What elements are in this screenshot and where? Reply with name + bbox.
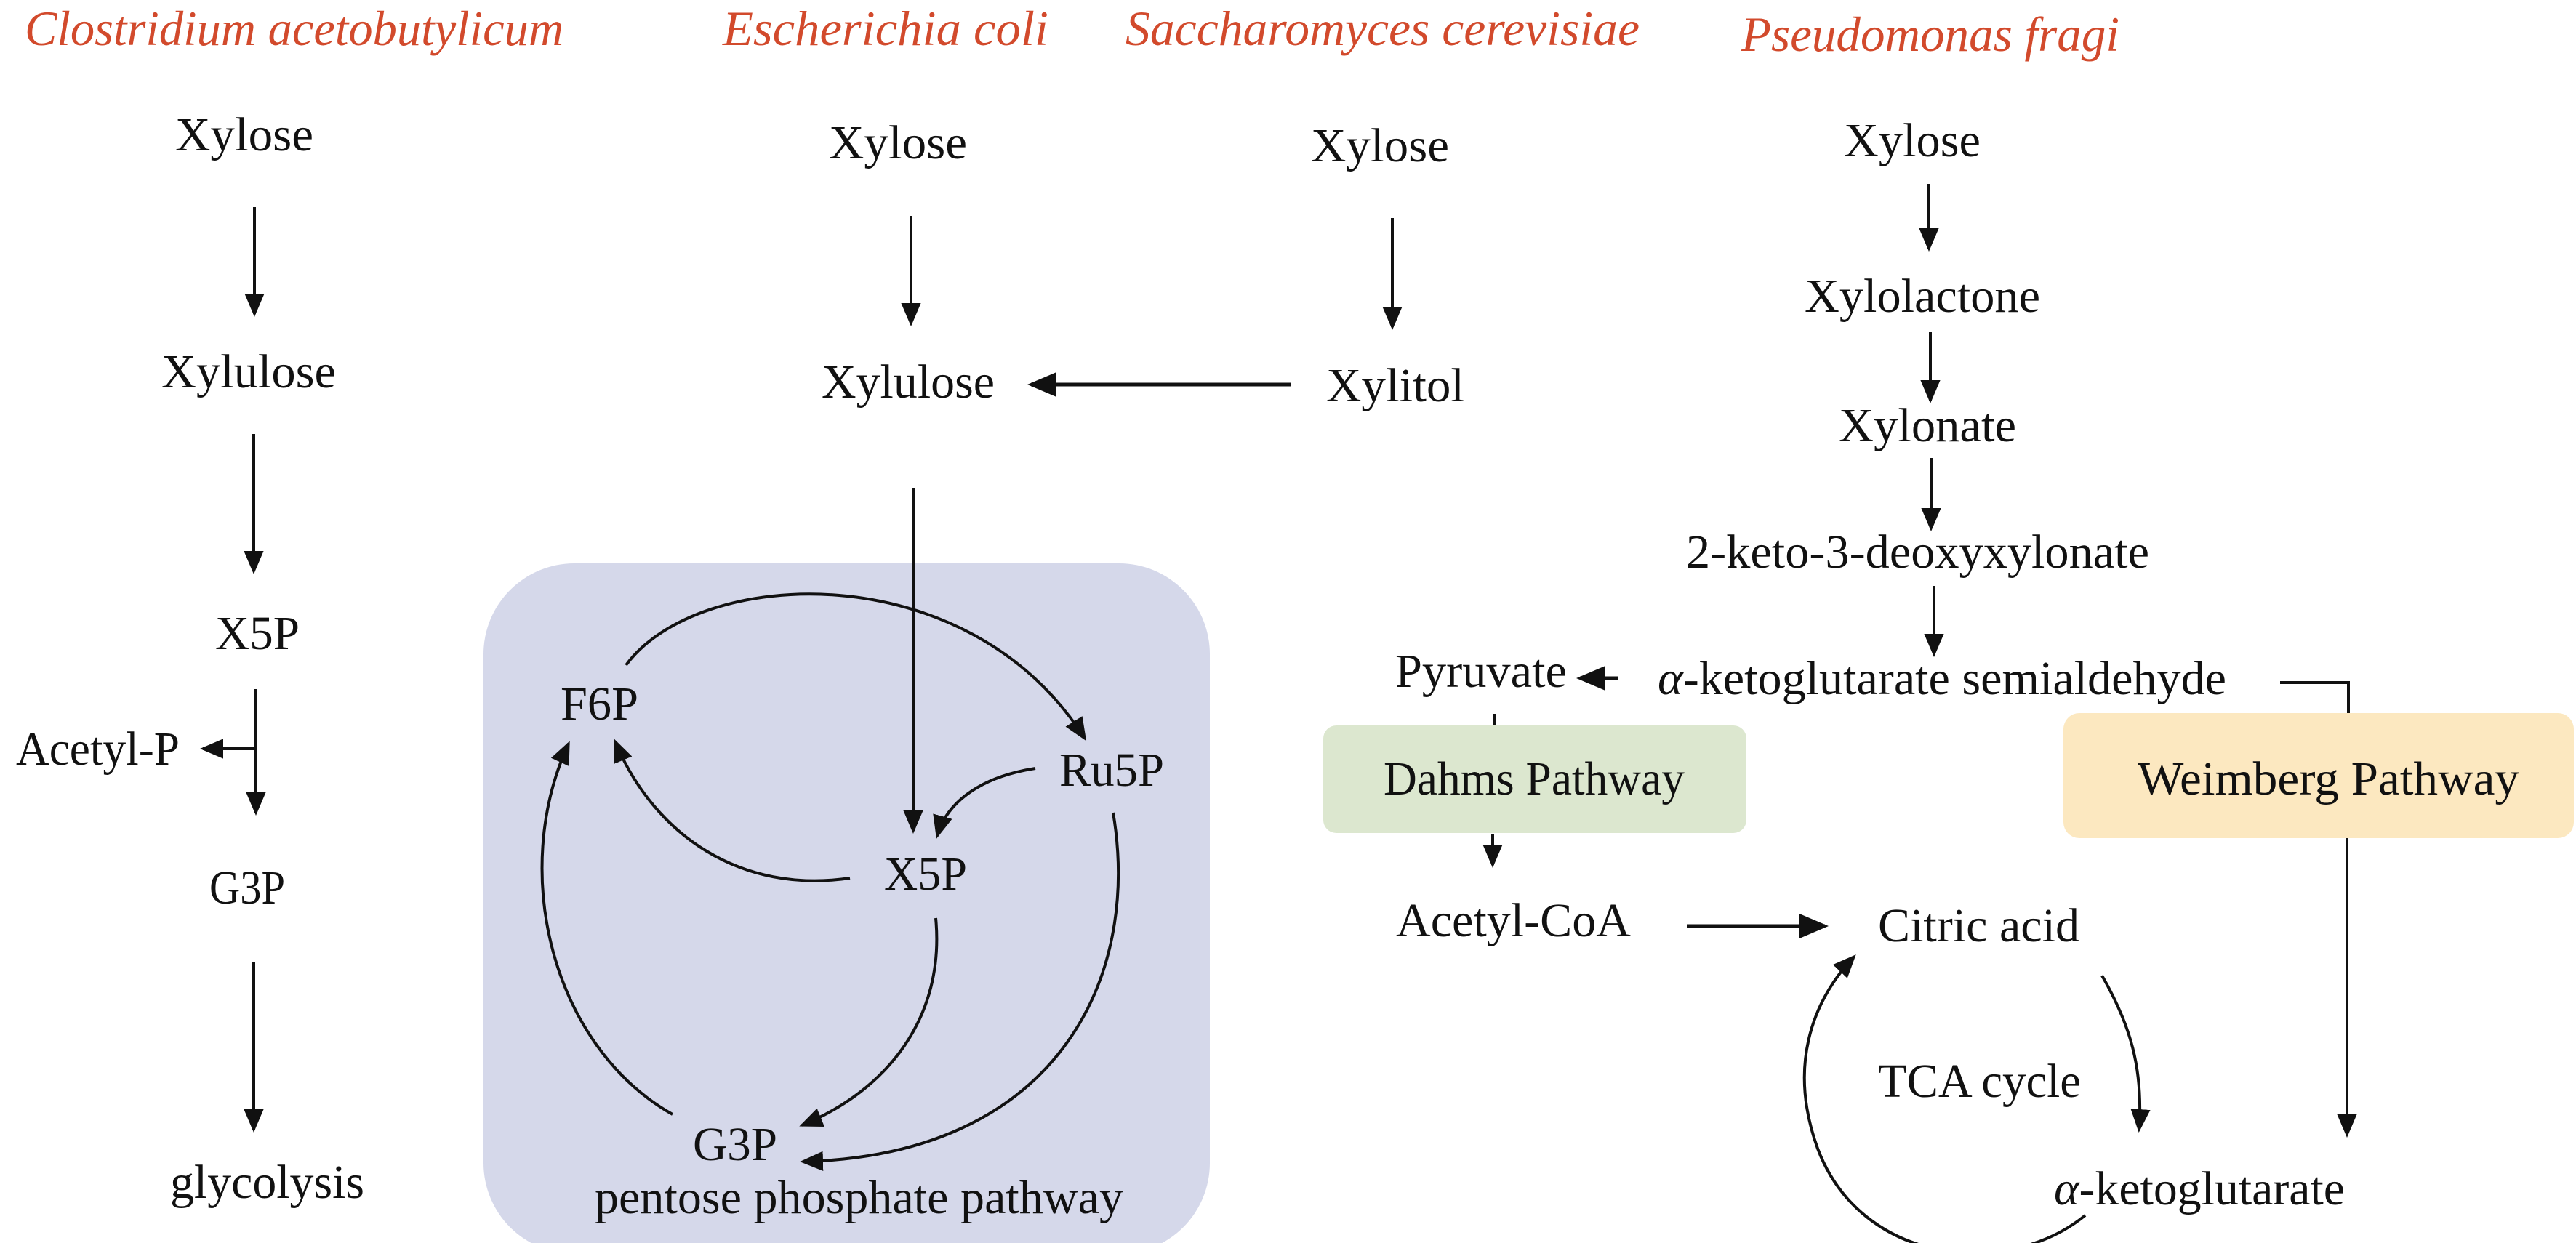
arrow-ru5p-x5p: [933, 767, 1036, 839]
weimberg-connector-top: [2280, 681, 2350, 713]
arrow-x5p-f6p: [614, 739, 851, 882]
tca-cycle-label: TCA cycle: [1878, 1055, 2081, 1108]
node-alpha-ketoglutarate: α-ketoglutarate: [2054, 1162, 2345, 1215]
header-pfragi: Pseudomonas fragi: [1741, 7, 2119, 62]
node-clostridium-xylulose: Xylulose: [161, 345, 336, 398]
header-clostridium: Clostridium acetobutylicum: [25, 1, 563, 56]
ppp-box: [483, 563, 1210, 1243]
arrow-f6p-ru5p: [625, 592, 1087, 741]
arrow-g3p-f6p: [540, 741, 673, 1116]
node-ppp-x5p: X5P: [884, 848, 967, 901]
node-pyruvate: Pyruvate: [1395, 645, 1567, 698]
node-ppp-g3p: G3P: [693, 1118, 777, 1171]
akg-text: -ketoglutarate: [2079, 1162, 2345, 1215]
arrow-ru5p-g3p: [800, 812, 1120, 1171]
node-citric-acid: Citric acid: [1878, 899, 2079, 952]
alpha-symbol: α: [1658, 652, 1684, 705]
node-clostridium-xylose: Xylose: [175, 108, 313, 161]
dahms-pathway-box: [1323, 725, 1746, 833]
node-scerevisiae-xylitol: Xylitol: [1326, 359, 1464, 412]
node-clostridium-glycolysis: glycolysis: [170, 1156, 364, 1209]
node-ppp-f6p: F6P: [561, 677, 638, 731]
node-clostridium-g3p: G3P: [209, 861, 285, 914]
arrow-citric-akg: [2100, 975, 2151, 1133]
node-aksa: α-ketoglutarate semialdehyde: [1658, 652, 2226, 705]
node-pfragi-xylose: Xylose: [1844, 114, 1981, 167]
aksa-text: -ketoglutarate semialdehyde: [1683, 652, 2226, 705]
node-pfragi-xylonate: Xylonate: [1839, 399, 2016, 452]
node-acetyl-coa: Acetyl-CoA: [1396, 894, 1631, 947]
arrow-akg-citric: [1802, 954, 2087, 1243]
header-scerevisiae: Saccharomyces cerevisiae: [1126, 1, 1640, 56]
node-scerevisiae-xylose: Xylose: [1311, 119, 1449, 172]
arrow-x5p-g3p: [799, 917, 939, 1127]
node-pfragi-xylolactone: Xylolactone: [1805, 270, 2040, 323]
node-clostridium-acetyl-p: Acetyl-P: [16, 723, 180, 776]
weimberg-pathway-box: [2063, 713, 2574, 838]
node-ecoli-xylulose: Xylulose: [822, 355, 995, 409]
node-ppp-ru5p: Ru5P: [1059, 744, 1164, 797]
node-clostridium-x5p: X5P: [215, 607, 300, 660]
ppp-label: pentose phosphate pathway: [595, 1171, 1123, 1224]
node-ecoli-xylose: Xylose: [829, 116, 967, 169]
node-pfragi-kdx: 2-keto-3-deoxyxylonate: [1686, 526, 2149, 579]
alpha-symbol: α: [2054, 1162, 2080, 1215]
header-ecoli: Escherichia coli: [722, 1, 1048, 56]
weimberg-pathway-label: Weimberg Pathway: [2138, 752, 2519, 805]
dahms-pathway-label: Dahms Pathway: [1384, 752, 1685, 805]
